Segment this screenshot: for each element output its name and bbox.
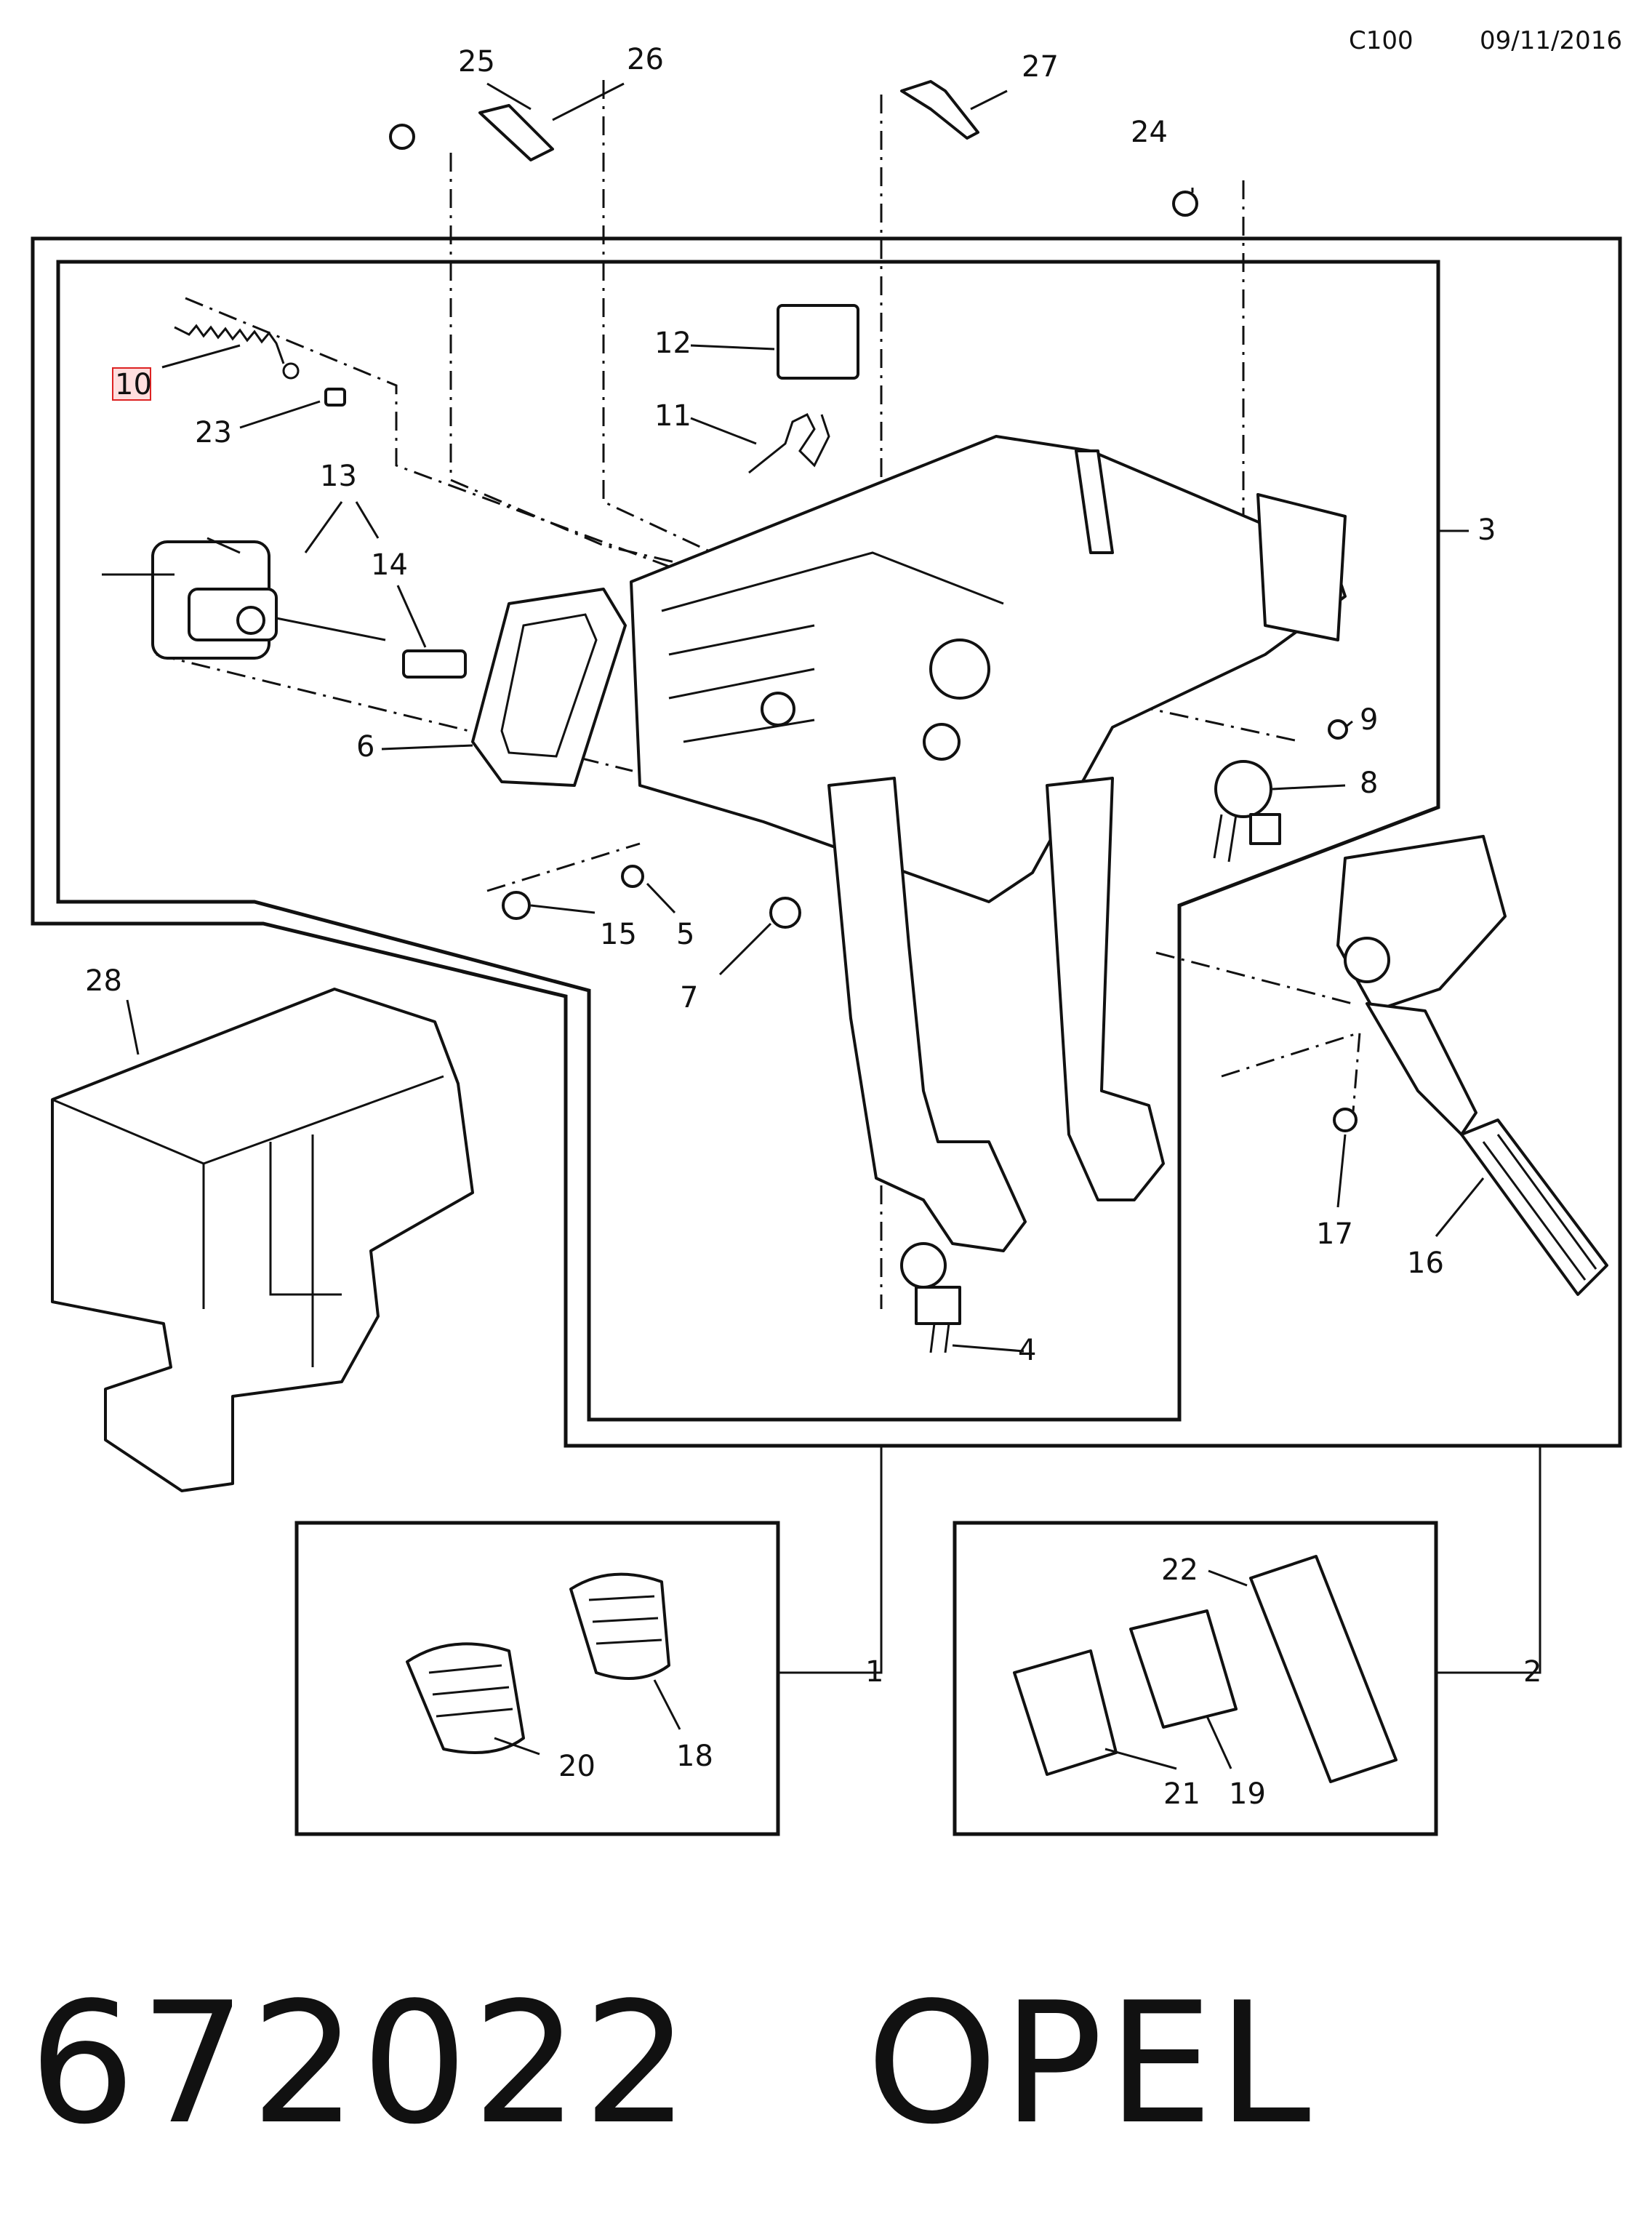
assembly-frame-inner [56, 260, 1440, 1422]
diagram-date: 09/11/2016 [1480, 26, 1622, 55]
callout-18: 18 [676, 1740, 713, 1773]
clutch-pedal [827, 777, 1027, 1252]
callout-11: 11 [654, 399, 691, 433]
pad-19 [1129, 1609, 1238, 1729]
callout-23: 23 [195, 416, 232, 449]
clip-23 [324, 388, 346, 407]
gasket [471, 588, 627, 787]
callout-28: 28 [85, 964, 122, 998]
callout-10-highlight [112, 367, 151, 401]
callout-1: 1 [865, 1655, 883, 1689]
callout-4: 4 [1018, 1334, 1036, 1367]
callout-16: 16 [1407, 1246, 1444, 1280]
torsion-spring [748, 412, 830, 474]
pushrod-clip [402, 649, 467, 679]
callout-12: 12 [654, 327, 691, 360]
callout-20: 20 [558, 1750, 596, 1783]
bolt-24 [1172, 191, 1198, 217]
callout-26: 26 [627, 43, 664, 76]
pad-22 [1249, 1555, 1398, 1783]
accelerator-pedal [1336, 835, 1608, 1296]
brake-pedal [1046, 449, 1165, 1201]
callout-9: 9 [1360, 703, 1378, 737]
callout-24: 24 [1131, 116, 1168, 149]
pad-21 [1013, 1649, 1118, 1776]
brake-pad-small [569, 1572, 670, 1680]
stop-light-switch [900, 1242, 961, 1353]
assembly-frame-outer [31, 236, 1622, 1448]
callout-19: 19 [1229, 1777, 1266, 1811]
pedal-pad-box-1 [294, 1521, 780, 1836]
position-sensor [1213, 760, 1281, 863]
nut-15 [502, 891, 531, 920]
callout-5: 5 [676, 918, 694, 951]
brand-name: OPEL [866, 1967, 1315, 2161]
pedal-bracket [630, 435, 1347, 903]
callout-22: 22 [1161, 1553, 1198, 1587]
callout-6: 6 [356, 730, 374, 764]
callout-15: 15 [600, 918, 637, 951]
callout-2: 2 [1523, 1655, 1541, 1689]
callout-25: 25 [458, 45, 495, 79]
bolt-17 [1333, 1108, 1358, 1132]
callout-21: 21 [1163, 1777, 1200, 1811]
callout-17: 17 [1316, 1217, 1353, 1251]
bolt-26 [478, 104, 554, 161]
clutch-pad [406, 1642, 525, 1754]
return-spring [174, 324, 300, 380]
clutch-master-cylinder [102, 537, 386, 660]
bolt-9 [1328, 719, 1348, 740]
callout-10: 10 [115, 368, 152, 401]
part-number: 672022 [29, 1967, 694, 2161]
pedal-switch [777, 304, 859, 380]
pedal-box-cover [51, 988, 474, 1492]
screw-5 [621, 865, 644, 888]
callout-27: 27 [1022, 50, 1059, 84]
callout-14: 14 [371, 548, 408, 582]
callout-3: 3 [1477, 513, 1496, 547]
callout-13: 13 [320, 460, 357, 493]
nut-25 [389, 124, 415, 150]
diagram-code: C100 [1349, 26, 1414, 55]
footer-caption: 672022 OPEL [29, 1967, 1315, 2161]
callout-7: 7 [680, 981, 698, 1015]
pedal-pad-box-2 [953, 1521, 1438, 1836]
callout-8: 8 [1360, 767, 1378, 800]
bushing-7 [769, 897, 801, 929]
clip-27 [900, 80, 979, 140]
